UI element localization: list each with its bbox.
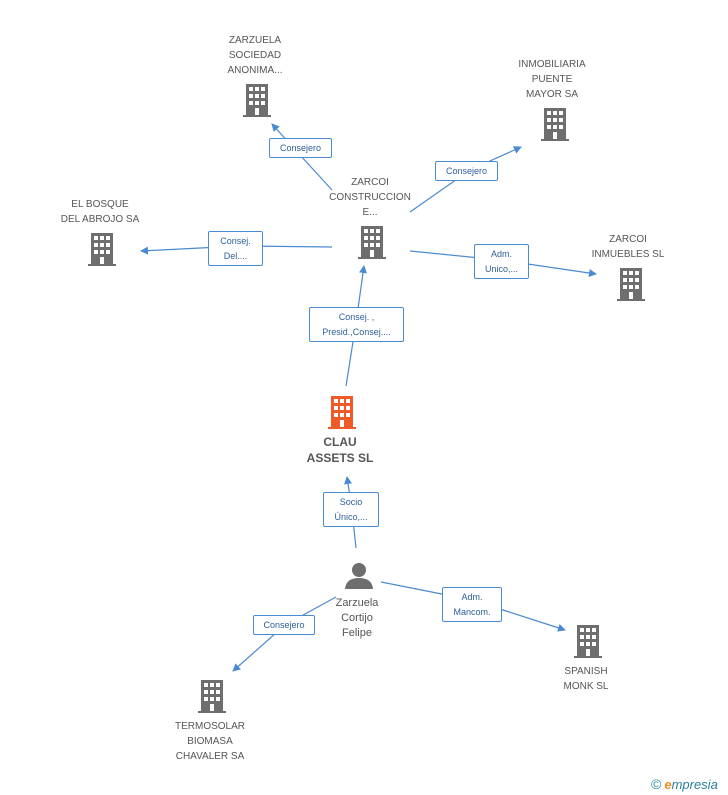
node-label-zarcoi-inmuebles[interactable]: ZARCOI INMUEBLES SL [591, 234, 665, 260]
edge-label-person-clau[interactable]: Socio Único,... [323, 492, 379, 527]
inmobiliaria-puente-building-icon[interactable] [541, 108, 569, 141]
edge-label-clau-zarcoi[interactable]: Consej. , Presid.,Consej.... [309, 307, 404, 342]
node-label-spanish-monk[interactable]: SPANISH MONK SL [563, 666, 609, 692]
empresia-watermark: ©empresia [651, 776, 718, 792]
node-label-zarzuela-sociedad[interactable]: ZARZUELA SOCIEDAD ANONIMA... [227, 35, 283, 76]
edge-label-zarcoi-inmobiliaria[interactable]: Consejero [435, 161, 498, 181]
node-label-inmobiliaria-puente[interactable]: INMOBILIARIA PUENTE MAYOR SA [518, 59, 586, 100]
spanish-monk-building-icon[interactable] [574, 625, 602, 658]
edge-label-person-spanish[interactable]: Adm. Mancom. [442, 587, 502, 622]
edge-label-zarcoi-inmuebles[interactable]: Adm. Unico,... [474, 244, 529, 279]
zarcoi-inmuebles-building-icon[interactable] [617, 268, 645, 301]
zarzuela-sociedad-building-icon[interactable] [243, 84, 271, 117]
brand-logo-e: e [664, 777, 672, 792]
clau-assets-building-icon[interactable] [328, 396, 356, 429]
edge-label-zarcoi-bosque[interactable]: Consej. Del.... [208, 231, 263, 266]
copyright-symbol: © [651, 776, 662, 792]
edge-label-person-termosolar[interactable]: Consejero [253, 615, 315, 635]
edge-label-zarcoi-zarzuela[interactable]: Consejero [269, 138, 332, 158]
node-label-clau-assets[interactable]: CLAU ASSETS SL [306, 435, 374, 465]
person-icon[interactable] [345, 563, 373, 589]
node-label-zarcoi-construccion[interactable]: ZARCOI CONSTRUCCION E... [329, 177, 411, 218]
brand-logo-text: mpresia [671, 777, 718, 792]
el-bosque-building-icon[interactable] [88, 233, 116, 266]
node-label-termosolar[interactable]: TERMOSOLAR BIOMASA CHAVALER SA [174, 721, 245, 762]
zarcoi-construccion-building-icon[interactable] [358, 226, 386, 259]
termosolar-building-icon[interactable] [198, 680, 226, 713]
node-label-zarzuela-cortijo[interactable]: Zarzuela Cortijo Felipe [335, 597, 379, 639]
node-label-el-bosque[interactable]: EL BOSQUE DEL ABROJO SA [60, 199, 140, 225]
